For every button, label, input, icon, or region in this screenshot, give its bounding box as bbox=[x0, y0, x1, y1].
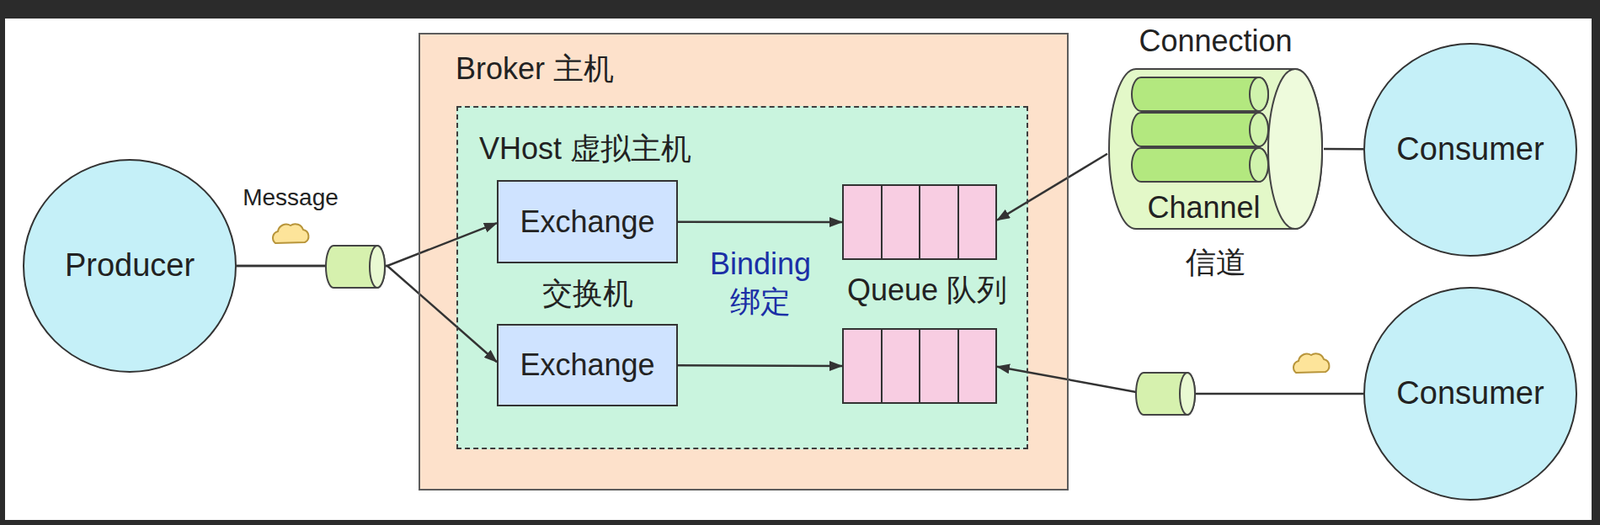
broker-fill bbox=[418, 32, 1069, 491]
node-label: Producer bbox=[64, 246, 195, 286]
node-caption: Channel bbox=[1146, 189, 1260, 226]
node-caption: Queue 队列 bbox=[847, 272, 1008, 309]
queue-cell bbox=[843, 186, 883, 259]
message-label: Message bbox=[242, 182, 339, 213]
node-caption: Broker 主机 bbox=[455, 50, 614, 87]
queue-cell bbox=[882, 186, 922, 259]
message-cylinder bbox=[325, 245, 385, 288]
white-ground bbox=[5, 18, 1592, 521]
exchange-box: Exchange bbox=[496, 324, 678, 407]
message-cloud bbox=[272, 224, 309, 244]
node-caption: VHost 虚拟主机 bbox=[479, 130, 692, 167]
node-label: Exchange bbox=[519, 346, 655, 384]
connector-arrow bbox=[997, 154, 1108, 221]
message-cylinder bbox=[1136, 373, 1195, 416]
connection-cylinder: ConnectionChannel信道 bbox=[1107, 67, 1324, 231]
connector-arrow bbox=[677, 220, 843, 224]
client-circle: Consumer bbox=[1363, 42, 1578, 257]
node-label: Consumer bbox=[1396, 130, 1544, 170]
cylinder-cap bbox=[369, 245, 385, 288]
channel-tube bbox=[1131, 112, 1269, 147]
queue-box: Queue 队列 bbox=[842, 184, 998, 261]
queue-cell bbox=[959, 330, 997, 403]
queue-cell bbox=[843, 330, 883, 403]
message-cloud bbox=[1293, 353, 1329, 374]
cylinder-body bbox=[1136, 373, 1195, 416]
binding-label: Binding 绑定 bbox=[705, 245, 816, 321]
cylinder-cap bbox=[1179, 373, 1195, 416]
channel-tube bbox=[1131, 148, 1269, 182]
channel-cap bbox=[1249, 77, 1269, 112]
queue-cell bbox=[920, 186, 960, 259]
queue-cell bbox=[920, 330, 960, 403]
client-circle: Producer bbox=[22, 159, 237, 374]
connector-arrow bbox=[677, 364, 843, 368]
node-caption: Connection bbox=[1138, 22, 1292, 59]
cylinder-body bbox=[1109, 69, 1323, 230]
node-label: Consumer bbox=[1396, 374, 1544, 414]
channel-cap bbox=[1249, 148, 1269, 182]
node-caption: 交换机 bbox=[542, 275, 634, 312]
connector-line bbox=[1323, 148, 1364, 151]
queue-box bbox=[842, 328, 998, 405]
vhost-fill bbox=[456, 106, 1029, 450]
node-caption: 信道 bbox=[1185, 244, 1247, 281]
exchange-box: Exchange交换机 bbox=[496, 180, 678, 264]
cylinder-body bbox=[325, 245, 385, 288]
queue-cell bbox=[882, 330, 922, 403]
node-label: Exchange bbox=[519, 203, 655, 240]
channel-cap bbox=[1249, 112, 1269, 147]
channel-tube bbox=[1131, 77, 1269, 112]
queue-cell bbox=[959, 186, 997, 259]
cloud-shape bbox=[1293, 353, 1329, 374]
cylinder-cap bbox=[1268, 69, 1323, 230]
cloud-shape bbox=[272, 224, 309, 244]
client-circle: Consumer bbox=[1363, 287, 1578, 502]
